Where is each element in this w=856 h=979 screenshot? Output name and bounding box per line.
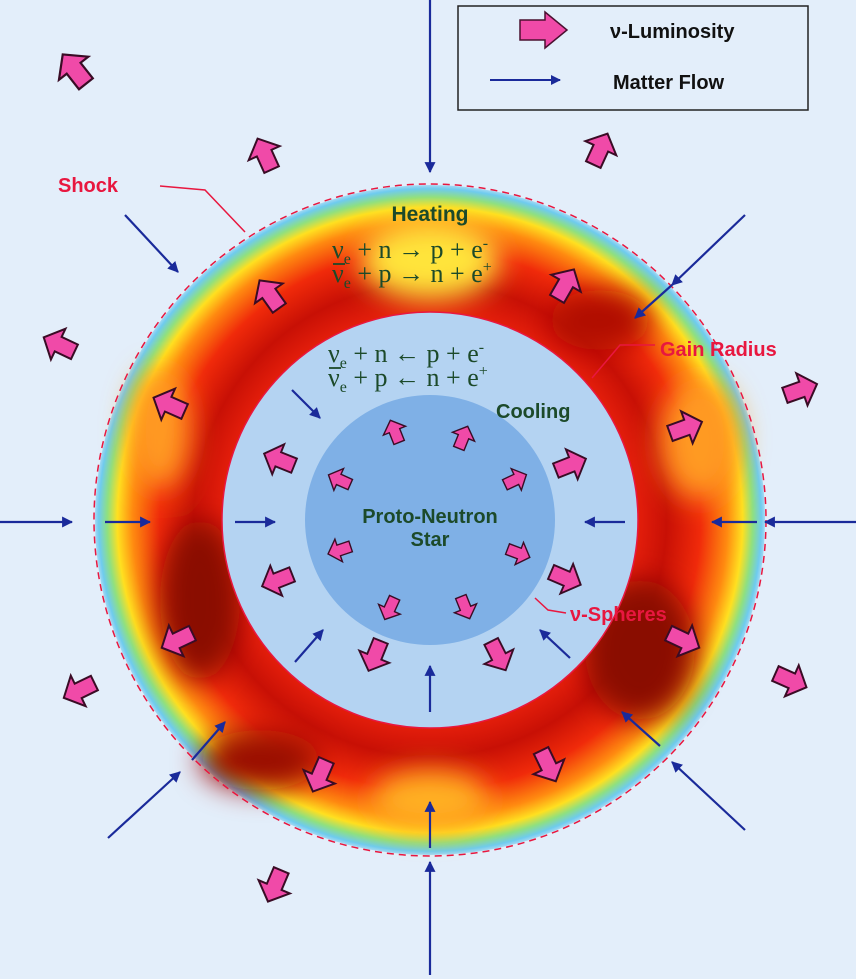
- neutrino-luminosity-arrow: [253, 279, 288, 315]
- neutrino-luminosity-arrow: [530, 745, 567, 783]
- reaction-equation: νe + p ← n + e+: [328, 363, 488, 396]
- matter-flow-arrow: [539, 629, 571, 659]
- proto-neutron-star: [305, 395, 555, 645]
- legend-matter-flow-label: Matter Flow: [613, 72, 725, 94]
- matter-flow-arrow: [291, 389, 321, 419]
- neutrino-luminosity-arrow: [260, 563, 297, 598]
- pns-label-line2: Star: [411, 529, 450, 551]
- matter-flow-arrow: [294, 629, 324, 663]
- reaction-particle: ν: [332, 259, 344, 288]
- luminosity-arrow-icon: [519, 10, 569, 50]
- neutrino-luminosity-arrow: [42, 326, 80, 363]
- cooling-label: Cooling: [496, 401, 570, 423]
- neutrino-luminosity-arrow: [452, 593, 478, 620]
- reaction-rest: + n → p + e: [351, 235, 483, 264]
- reaction-particle: ν: [328, 363, 340, 392]
- reaction-sup: +: [479, 363, 488, 380]
- neutrino-luminosity-arrow: [382, 419, 408, 446]
- neutrino-luminosity-arrow: [246, 137, 283, 175]
- pns-label-line1: Proto-Neutron: [362, 506, 498, 528]
- matter-flow-arrow: [634, 284, 673, 319]
- legend-box: [457, 5, 809, 111]
- reaction-particle: ν: [332, 235, 344, 264]
- neutrino-luminosity-arrow: [770, 662, 808, 699]
- neutrino-luminosity-arrow: [504, 540, 531, 567]
- reaction-sup: -: [479, 339, 484, 356]
- neutrino-luminosity-arrow: [160, 622, 198, 659]
- shock-leader-line: [159, 185, 246, 233]
- neutrino-luminosity-arrow: [450, 425, 476, 452]
- neutrino-luminosity-arrow: [256, 865, 293, 903]
- neutrino-luminosity-arrow: [548, 268, 583, 305]
- heating-label: Heating: [391, 203, 468, 226]
- matter-flow-arrow: [124, 214, 179, 273]
- reaction-equation: νe + n ← p + e-: [328, 339, 484, 372]
- neutrino-luminosity-arrow: [481, 636, 515, 672]
- reaction-sub: e: [340, 355, 347, 372]
- reaction-rest: + p ← n + e: [347, 363, 479, 392]
- reaction-rest: + p → n + e: [351, 259, 483, 288]
- reaction-rest: + n ← p + e: [347, 339, 479, 368]
- heating-reactions: νe + n → p + e-νe + p → n + e+: [332, 235, 492, 292]
- neutrino-luminosity-arrow: [357, 636, 392, 673]
- neutrino-luminosity-arrow: [152, 386, 190, 423]
- neutrino-luminosity-arrow: [665, 409, 704, 447]
- matter-flow-arrow: [107, 771, 181, 839]
- matter-flow-arrow: [191, 721, 226, 761]
- neutrino-luminosity-arrow: [663, 622, 701, 659]
- neutrino-luminosity-arrow: [551, 447, 588, 482]
- reaction-particle: ν: [328, 339, 340, 368]
- neutrino-luminosity-arrow: [57, 53, 95, 91]
- reaction-equation: νe + n → p + e-: [332, 235, 488, 268]
- neutrino-luminosity-arrow: [501, 467, 528, 493]
- legend-luminosity-label: ν-Luminosity: [610, 21, 735, 43]
- reaction-equation: νe + p → n + e+: [332, 259, 492, 292]
- legend: ν-Luminosity Matter Flow: [457, 5, 809, 111]
- reaction-sub: e: [340, 379, 347, 396]
- neutrino-luminosity-arrow: [62, 672, 100, 708]
- neutrino-luminosity-arrow: [327, 467, 354, 493]
- nu-spheres-leader-line: [534, 597, 567, 614]
- reaction-sub: e: [344, 251, 351, 268]
- nu-spheres-label: ν-Spheres: [570, 604, 667, 626]
- reaction-sup: +: [483, 259, 492, 276]
- neutrino-luminosity-arrow: [546, 561, 582, 596]
- reaction-sup: -: [483, 235, 488, 252]
- reaction-sub: e: [344, 275, 351, 292]
- neutrino-luminosity-arrow: [262, 442, 299, 477]
- shock-label: Shock: [58, 175, 119, 197]
- neutrino-luminosity-arrow: [377, 594, 403, 621]
- matter-flow-arrow: [671, 214, 746, 286]
- neutrino-luminosity-arrow: [301, 755, 338, 793]
- gain-radius-label: Gain Radius: [660, 339, 777, 361]
- gain-radius-leader-line: [591, 344, 655, 379]
- matter-flow-arrow: [671, 761, 746, 831]
- matter-flow-arrow: [621, 711, 661, 747]
- neutrino-luminosity-arrow: [780, 371, 819, 409]
- neutrino-luminosity-arrow: [327, 537, 354, 564]
- cooling-reactions: νe + n ← p + e-νe + p ← n + e+: [328, 339, 488, 396]
- neutrino-luminosity-arrow: [582, 132, 619, 170]
